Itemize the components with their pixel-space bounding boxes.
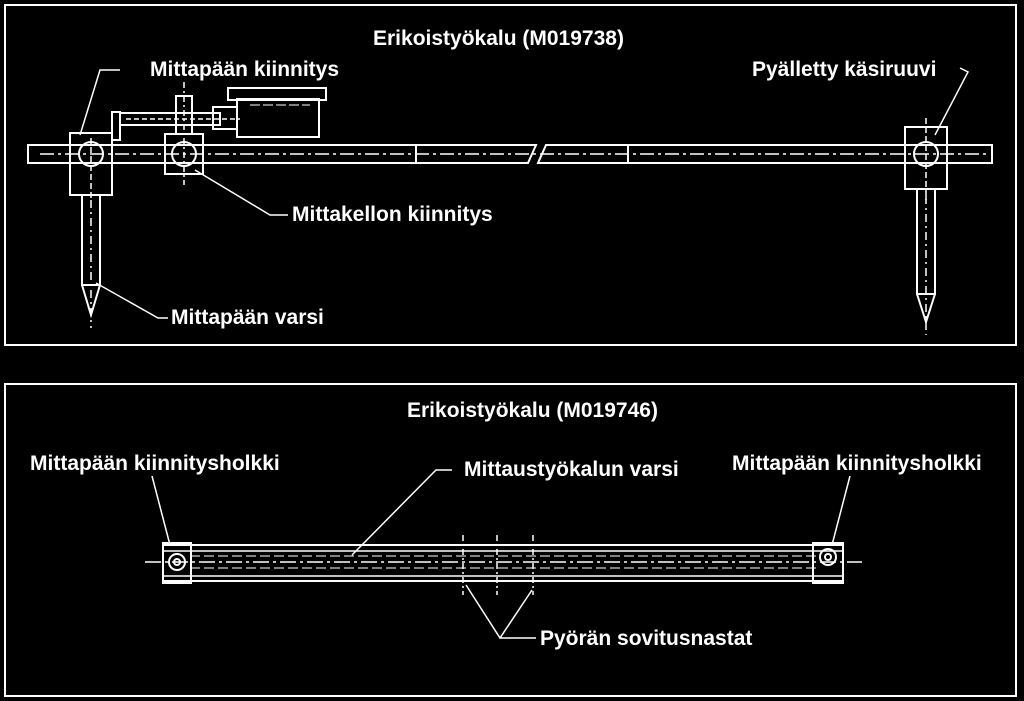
- sleeve-left-bottom: [162, 542, 192, 584]
- leader-knurled-screw: [934, 67, 970, 136]
- probe-arm-right: [916, 188, 936, 335]
- label-sleeve-left: Mittapään kiinnitysholkki: [30, 452, 280, 476]
- measuring-bar: [27, 144, 993, 164]
- leader-probe-arm: [95, 282, 168, 319]
- label-tool-arm: Mittaustyökalun varsi: [464, 458, 679, 482]
- sleeve-right-bottom: [812, 542, 844, 584]
- panel-special-tool-m019738: [4, 4, 1017, 346]
- leader-wheel-pins: [465, 584, 536, 640]
- probe-mount-right: [904, 118, 948, 200]
- panel-special-tool-m019746: [4, 383, 1017, 697]
- leader-probe-mount: [79, 69, 120, 136]
- leader-tool-arm: [351, 469, 452, 556]
- dial-gauge: [119, 87, 327, 138]
- label-dial-mount: Mittakellon kiinnitys: [292, 203, 493, 227]
- measuring-tool-arm: [145, 544, 862, 582]
- label-wheel-pins: Pyörän sovitusnastat: [540, 627, 753, 651]
- label-probe-mount: Mittapään kiinnitys: [150, 58, 340, 82]
- title-m019738: Erikoistyökalu (M019738): [373, 27, 624, 51]
- wheel-fitting-pins: [462, 535, 534, 595]
- title-m019746: Erikoistyökalu (M019746): [407, 399, 658, 423]
- leader-sleeve-left: [151, 475, 171, 546]
- label-knurled-screw: Pyälletty käsiruuvi: [752, 58, 937, 82]
- label-sleeve-right: Mittapään kiinnitysholkki: [732, 452, 982, 476]
- probe-mount-left: [69, 111, 121, 200]
- probe-arm-left: [81, 194, 101, 328]
- label-probe-arm: Mittapään varsi: [171, 306, 324, 330]
- leader-dial-mount: [194, 169, 288, 216]
- leader-sleeve-right: [831, 475, 851, 546]
- dial-mount: [164, 82, 204, 185]
